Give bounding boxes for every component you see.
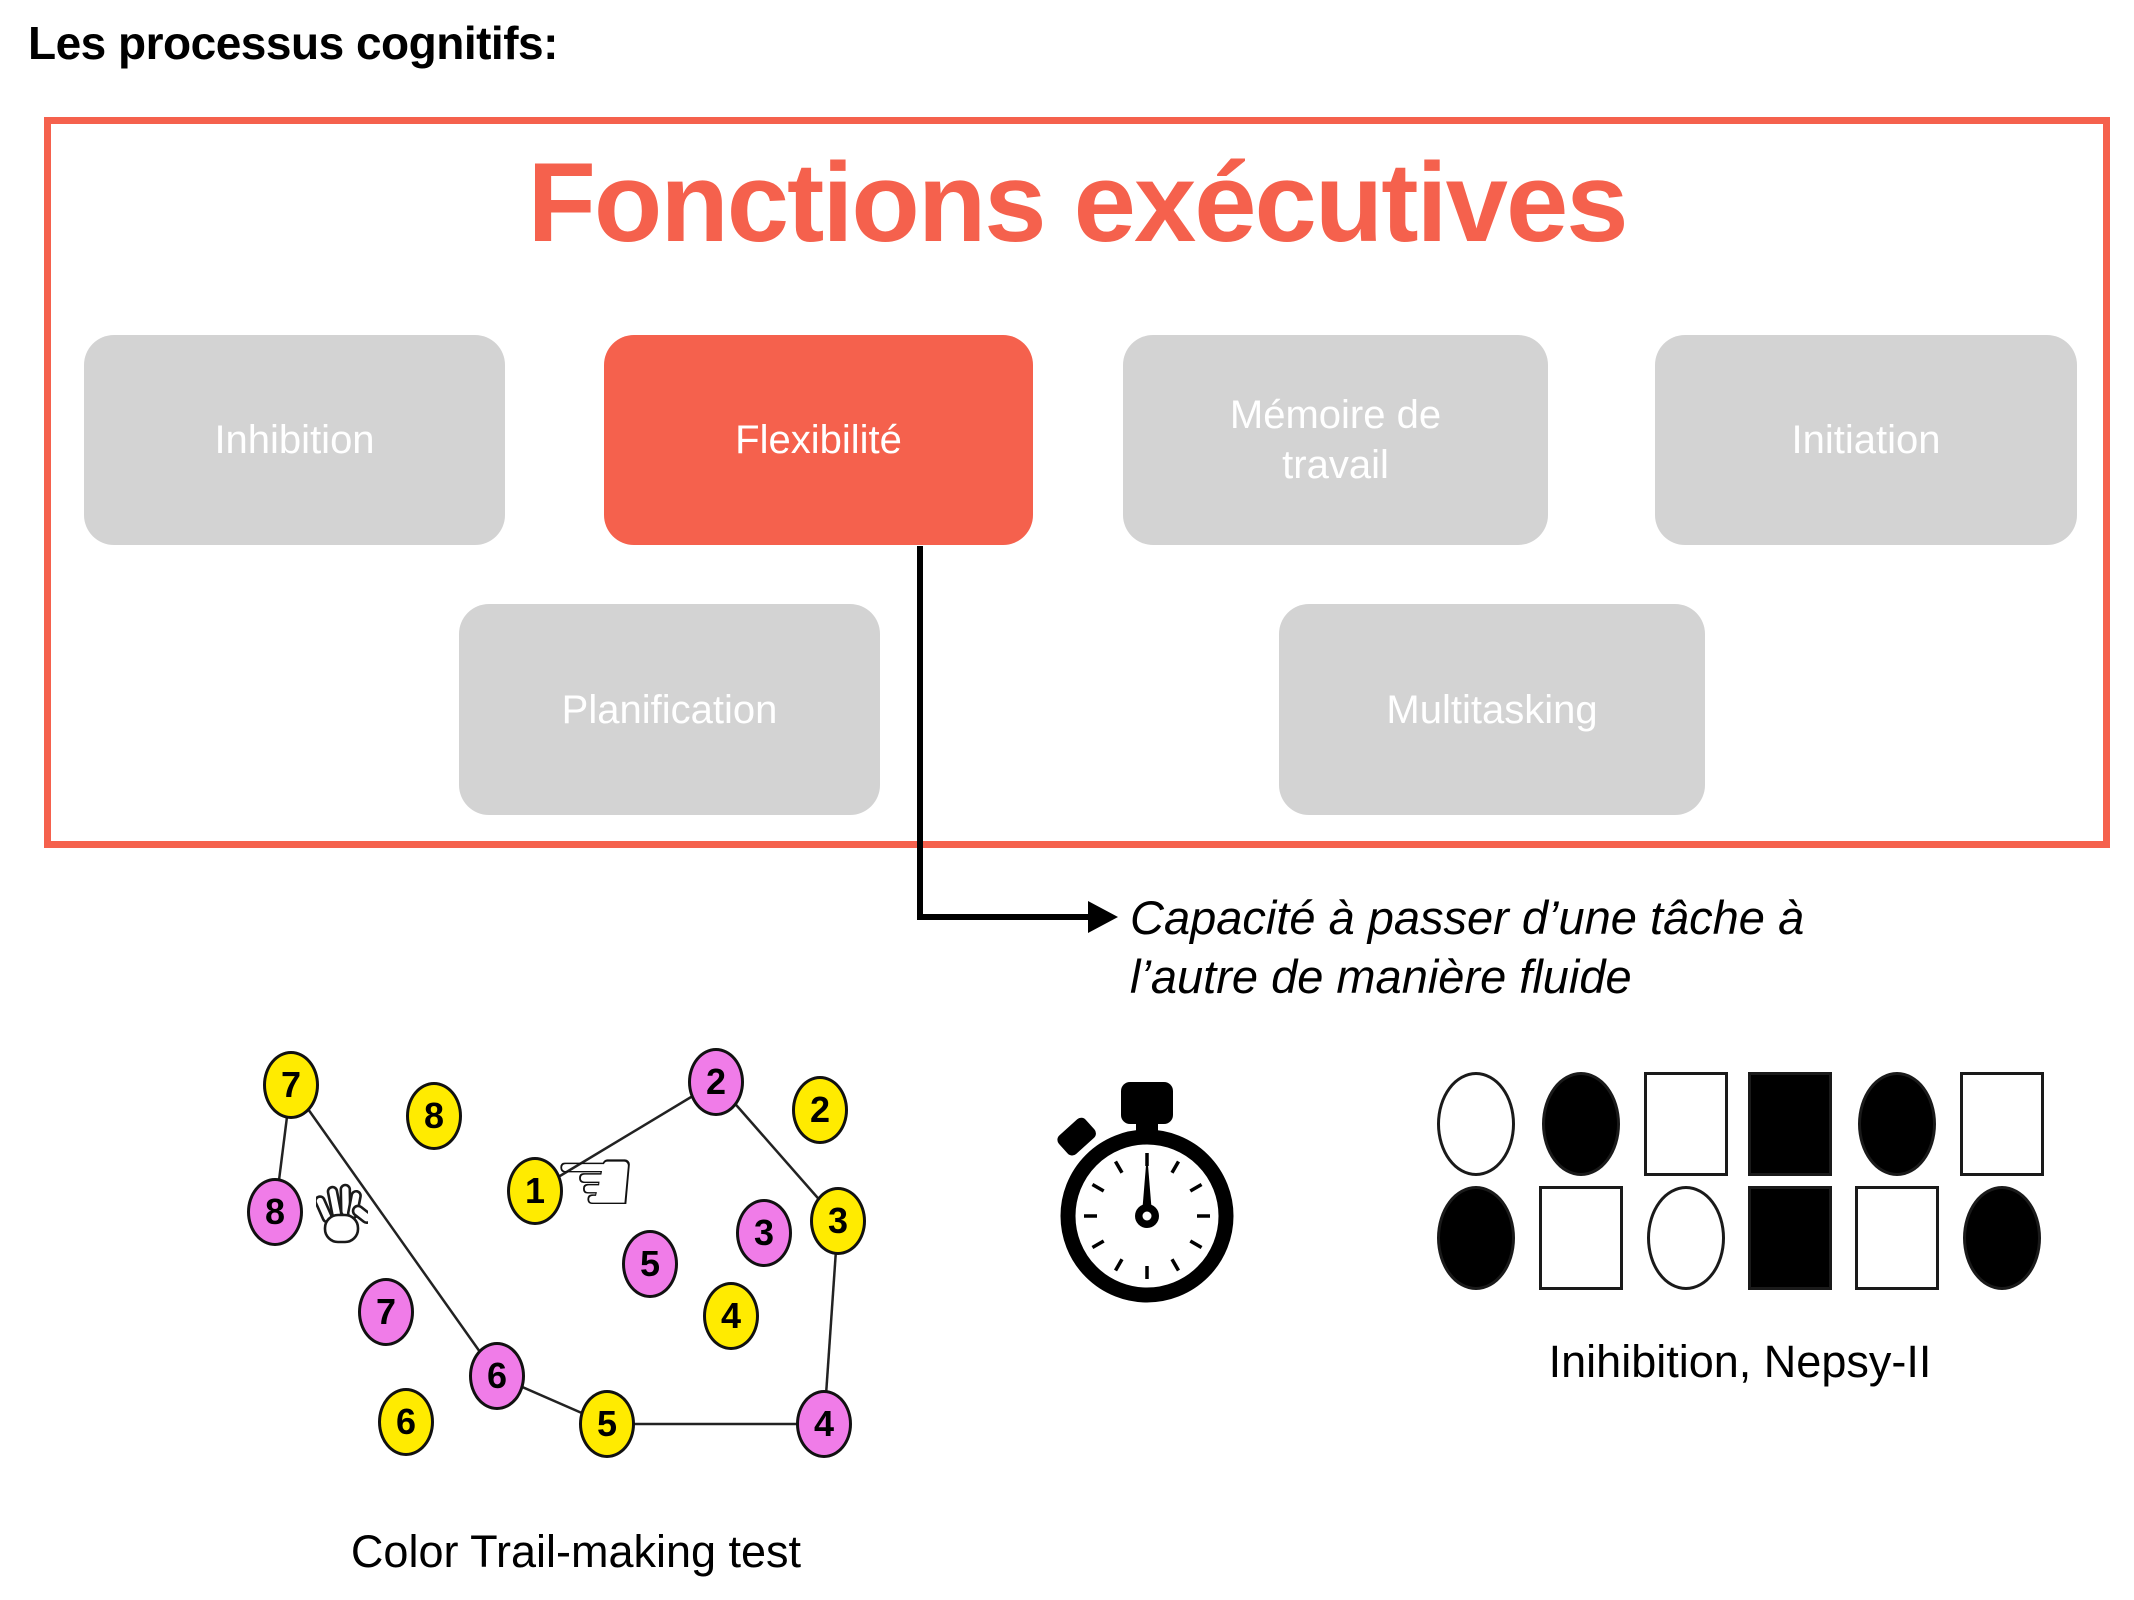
trail-circle-5y: 5 <box>579 1390 635 1458</box>
trail-circle-6y: 6 <box>378 1388 434 1456</box>
trail-circle-5p: 5 <box>622 1230 678 1298</box>
function-box-multitasking: Multitasking <box>1279 604 1705 815</box>
stopwatch-icon <box>1057 1082 1234 1303</box>
trail-circle-7p: 7 <box>358 1278 414 1346</box>
trail-circle-8p: 8 <box>247 1178 303 1246</box>
page-title: Les processus cognitifs: <box>28 17 558 69</box>
nepsy-square-outline <box>1644 1072 1728 1176</box>
flexibility-annotation: Capacité à passer d’une tâche à l’autre … <box>1130 888 1930 1006</box>
annotation-line1: Capacité à passer d’une tâche à <box>1130 891 1805 944</box>
function-box-memoire: Mémoire de travail <box>1123 335 1548 545</box>
trail-circle-6p: 6 <box>469 1342 525 1410</box>
nepsy-circle-filled <box>1542 1072 1620 1176</box>
trail-circle-3y: 3 <box>810 1187 866 1255</box>
trail-circle-4y: 4 <box>703 1282 759 1350</box>
nepsy-circle-filled <box>1437 1186 1515 1290</box>
function-box-inhibition: Inhibition <box>84 335 505 545</box>
open-hand-icon <box>316 1183 368 1244</box>
trail-circle-8y: 8 <box>406 1082 462 1150</box>
nepsy-caption: Inihibition, Nepsy-II <box>1548 1336 1932 1387</box>
nepsy-circle-filled <box>1858 1072 1936 1176</box>
trail-circle-3p: 3 <box>736 1199 792 1267</box>
nepsy-circle-outline <box>1647 1186 1725 1290</box>
nepsy-square-outline <box>1960 1072 2044 1176</box>
executive-functions-title: Fonctions exécutives <box>527 140 1628 265</box>
nepsy-square-filled <box>1748 1072 1832 1176</box>
trail-circle-2y: 2 <box>792 1076 848 1144</box>
pointing-finger-icon: ☜ <box>552 1128 639 1235</box>
nepsy-square-outline <box>1855 1186 1939 1290</box>
nepsy-square-filled <box>1748 1186 1832 1290</box>
trail-circle-4p: 4 <box>796 1390 852 1458</box>
nepsy-circle-outline <box>1437 1072 1515 1176</box>
trail-circle-2p: 2 <box>688 1048 744 1116</box>
nepsy-circle-filled <box>1963 1186 2041 1290</box>
trail-test-caption: Color Trail-making test <box>350 1526 802 1577</box>
function-box-flexibilite: Flexibilité <box>604 335 1033 545</box>
function-box-planification: Planification <box>459 604 880 815</box>
nepsy-square-outline <box>1539 1186 1623 1290</box>
trail-circle-7y: 7 <box>263 1051 319 1119</box>
annotation-line2: l’autre de manière fluide <box>1130 950 1632 1004</box>
function-box-initiation: Initiation <box>1655 335 2077 545</box>
